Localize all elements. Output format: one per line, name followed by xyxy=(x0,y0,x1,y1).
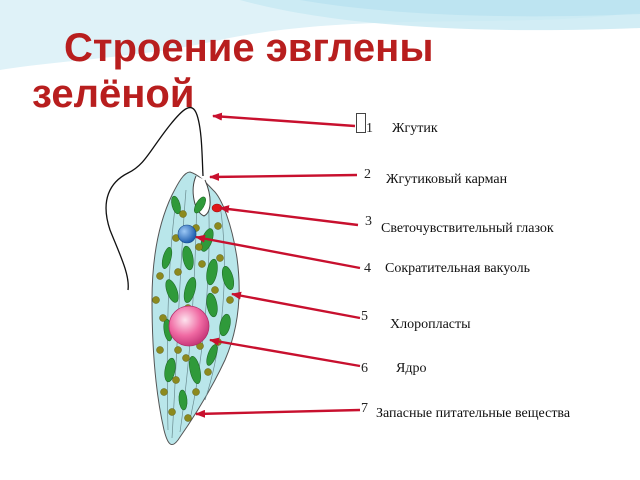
label-reserve-nutrients: Запасные питательные вещества xyxy=(376,406,571,421)
chloroplasts xyxy=(161,195,235,411)
page-title-line-2: зелёной xyxy=(32,72,195,116)
pointer-arrows xyxy=(195,112,361,418)
label-flagellar-pocket: Жгутиковый карман xyxy=(386,172,508,187)
label-marker-box xyxy=(356,113,366,133)
label-number-1: 1 xyxy=(366,121,373,136)
arrow-4 xyxy=(195,234,361,270)
label-flagellum: Жгутик xyxy=(392,121,438,136)
arrow-6 xyxy=(209,337,361,368)
label-nucleus: Ядро xyxy=(396,361,427,376)
arrow-7 xyxy=(195,408,361,418)
label-number-6: 6 xyxy=(361,361,368,376)
arrow-2 xyxy=(209,172,358,181)
arrow-1 xyxy=(212,112,356,128)
page-title-line-1: Строение эвглены xyxy=(64,26,434,70)
background-swoosh xyxy=(0,0,640,70)
arrow-3 xyxy=(219,205,359,227)
flagellum xyxy=(105,106,204,291)
label-number-7: 7 xyxy=(361,401,368,416)
contractile-vacuole xyxy=(177,224,197,244)
label-chloroplasts: Хлоропласты xyxy=(390,317,471,332)
label-number-2: 2 xyxy=(364,167,371,182)
label-number-3: 3 xyxy=(365,214,372,229)
label-number-4: 4 xyxy=(364,261,371,276)
label-contractile-vacuole: Сократительная вакуоль xyxy=(385,261,531,276)
nucleus xyxy=(168,305,210,347)
label-eyespot: Светочувствительный глазок xyxy=(381,221,554,236)
label-number-5: 5 xyxy=(361,309,368,324)
arrow-5 xyxy=(231,291,361,320)
